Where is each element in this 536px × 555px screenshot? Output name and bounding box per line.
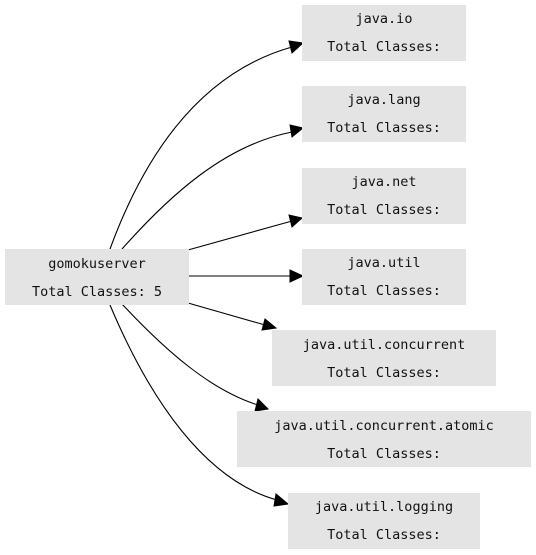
edge-to-java-util-concurrent xyxy=(187,302,278,331)
node-title: java.util.logging xyxy=(315,499,453,515)
edges xyxy=(109,40,305,507)
node-box xyxy=(302,168,466,224)
node-class-count: Total Classes: 5 xyxy=(32,284,162,300)
edge-to-java-util-logging xyxy=(109,304,290,507)
node-title: java.util.concurrent xyxy=(303,337,466,353)
node-java-io[interactable]: java.io Total Classes: xyxy=(302,5,466,61)
node-java-util-logging[interactable]: java.util.logging Total Classes: xyxy=(288,493,480,549)
node-title: java.util.concurrent.atomic xyxy=(274,418,493,434)
node-box xyxy=(272,330,496,386)
node-java-util-concurrent-atomic[interactable]: java.util.concurrent.atomic Total Classe… xyxy=(237,411,531,467)
edge-to-java-io xyxy=(109,40,305,250)
node-class-count: Total Classes: xyxy=(327,283,441,299)
node-java-util-concurrent[interactable]: java.util.concurrent Total Classes: xyxy=(272,330,496,386)
edge-to-java-lang xyxy=(121,124,305,250)
edge-to-java-util-concurrent-atomic xyxy=(121,303,270,412)
node-box xyxy=(302,249,466,305)
node-box xyxy=(288,493,480,549)
node-title: java.net xyxy=(351,174,416,190)
node-class-count: Total Classes: xyxy=(327,527,441,543)
node-title: gomokuserver xyxy=(48,256,146,272)
node-title: java.io xyxy=(356,11,413,27)
edge-to-java-net xyxy=(187,214,304,251)
node-class-count: Total Classes: xyxy=(327,365,441,381)
edge-to-java-util xyxy=(188,269,305,283)
node-box xyxy=(302,86,466,142)
node-box xyxy=(302,5,466,61)
node-java-lang[interactable]: java.lang Total Classes: xyxy=(302,86,466,142)
node-java-net[interactable]: java.net Total Classes: xyxy=(302,168,466,224)
node-class-count: Total Classes: xyxy=(327,39,441,55)
node-class-count: Total Classes: xyxy=(327,446,441,462)
node-title: java.lang xyxy=(347,92,420,108)
node-class-count: Total Classes: xyxy=(327,202,441,218)
node-gomokuserver[interactable]: gomokuserver Total Classes: 5 xyxy=(5,249,189,305)
node-box xyxy=(5,249,189,305)
node-title: java.util xyxy=(347,255,420,271)
node-java-util[interactable]: java.util Total Classes: xyxy=(302,249,466,305)
node-class-count: Total Classes: xyxy=(327,120,441,136)
node-box xyxy=(237,411,531,467)
